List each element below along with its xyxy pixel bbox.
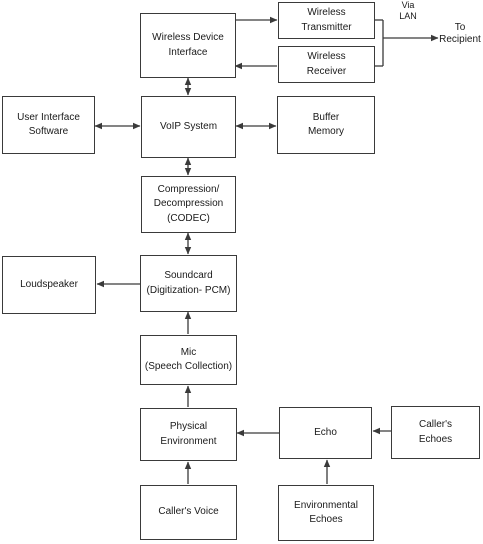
wireless-transmitter-box: Wireless Transmitter [278, 2, 375, 39]
voip-system-box: VoIP System [141, 96, 236, 158]
loudspeaker-box: Loudspeaker [2, 256, 96, 314]
physical-environment-box: Physical Environment [140, 408, 237, 461]
buffer-memory-box: Buffer Memory [277, 96, 375, 154]
wireless-receiver-box: Wireless Receiver [278, 46, 375, 83]
echo-box: Echo [279, 407, 372, 459]
via-lan-label: Via LAN [399, 0, 417, 21]
soundcard-box: Soundcard (Digitization- PCM) [140, 255, 237, 312]
environmental-echoes-box: Environmental Echoes [278, 485, 374, 541]
codec-box: Compression/ Decompression (CODEC) [141, 176, 236, 233]
user-interface-software-box: User Interface Software [2, 96, 95, 154]
wireless-device-interface-box: Wireless Device Interface [140, 13, 236, 78]
callers-voice-box: Caller's Voice [140, 485, 237, 540]
callers-echoes-box: Caller's Echoes [391, 406, 480, 459]
mic-box: Mic (Speech Collection) [140, 335, 237, 385]
to-recipient-label: To Recipient [439, 22, 481, 45]
